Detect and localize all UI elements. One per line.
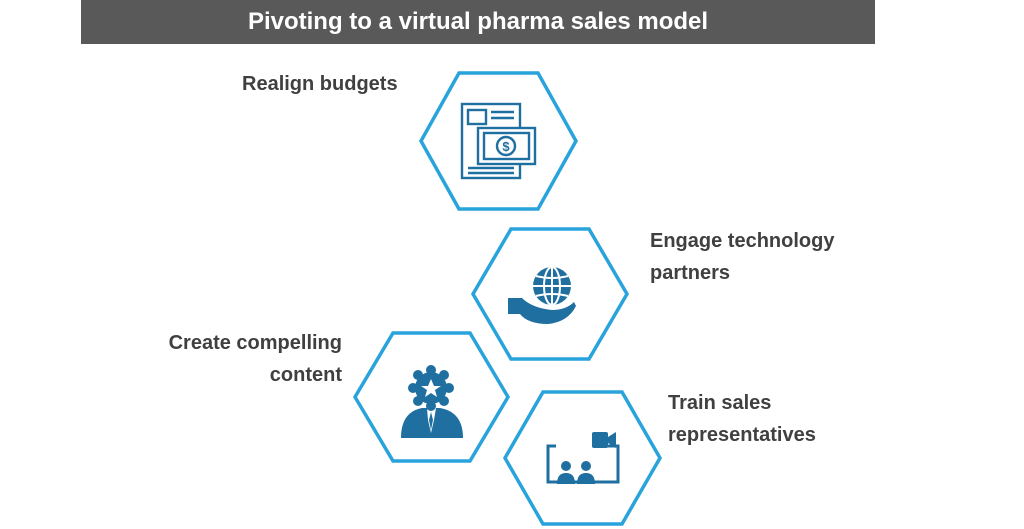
svg-text:$: $ [502,139,510,154]
hand-globe-icon [508,266,576,324]
diagram-title: Pivoting to a virtual pharma sales model [81,0,875,44]
label-engage-technology-partners: Engage technology partners [650,230,835,284]
hexagon-create-compelling-content [352,331,511,463]
video-training-icon [546,432,620,484]
hexagon-realign-budgets: $ [418,71,579,211]
label-realign-budgets: Realign budgets [242,73,398,95]
hexagon-engage-technology-partners [470,227,630,361]
hexagon-train-sales-representatives [502,390,663,526]
label-create-compelling-content: Create compelling content [168,332,342,386]
label-train-sales-representatives: Train sales representatives [668,392,816,446]
budget-document-dollar-icon: $ [460,102,537,180]
person-award-icon [401,365,463,438]
